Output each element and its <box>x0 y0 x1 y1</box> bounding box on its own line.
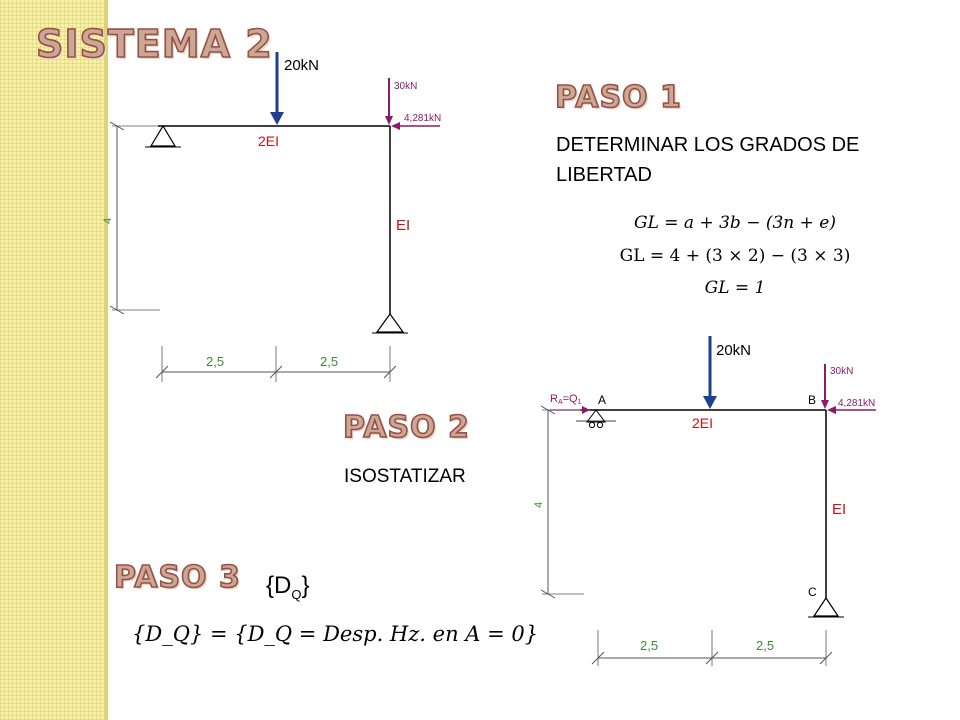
paso3-heading: PASO 3 <box>113 559 241 596</box>
frame2-reaction-sub-a: A <box>558 399 563 406</box>
frame2-node-b: B <box>808 393 816 407</box>
frame2-reaction-label: RA=Q1 <box>550 393 582 406</box>
frame2-support-a-roller-2 <box>596 421 604 429</box>
frame1-span-tick-mid <box>269 365 283 379</box>
paso1-equation-2: GL = 4 + (3 × 2) − (3 × 3) <box>619 246 851 266</box>
frame1-load-top-head <box>385 116 393 125</box>
page-title: SISTEMA 2 <box>35 21 273 67</box>
frame2-reaction-head <box>582 406 590 414</box>
frame1-load-side-label: 4,281kN <box>404 113 441 124</box>
frame2-support-a-roller-1 <box>588 421 596 429</box>
frame1-load-vertical-head <box>270 112 284 125</box>
frame2-reaction-r: R <box>550 393 558 405</box>
frame2-span1-label: 2,5 <box>640 638 658 653</box>
frame1-support-left <box>149 124 177 147</box>
frame2-span-tick-left <box>591 651 605 665</box>
paso2-heading: PASO 2 <box>342 409 470 446</box>
paso3-vector-open: {D <box>266 572 292 599</box>
frame2-reaction-sub-1: 1 <box>578 399 582 406</box>
frame1-span1-label: 2,5 <box>206 354 224 369</box>
frame2-node-a: A <box>598 393 606 407</box>
paso3-equation: {D_Q} = {D_Q = Desp. Hz. en A = 0} <box>132 622 539 646</box>
frame2-height-label: 4 <box>533 502 545 508</box>
frame1-column-label: EI <box>396 217 410 234</box>
frame2-reaction-eq: =Q <box>563 393 578 405</box>
paso3-vector-label: {DQ} <box>266 572 310 602</box>
frame1-load-side-head <box>391 122 400 130</box>
paso1-text: DETERMINAR LOS GRADOS DE LIBERTAD <box>556 134 860 186</box>
frame2-load-side-head <box>827 406 836 414</box>
frame1-span-tick-right <box>383 365 397 379</box>
frame2-span2-label: 2,5 <box>756 638 774 653</box>
frame1-span-tick-left <box>155 365 169 379</box>
paso2-text: ISOSTATIZAR <box>344 466 466 487</box>
frame2-support-c <box>812 596 840 617</box>
frame2-load-side-label: 4,281kN <box>838 398 875 409</box>
paso3-vector-sub: Q <box>291 586 302 602</box>
frame2-column-label: EI <box>832 501 846 518</box>
frame2-node-c: C <box>808 585 817 599</box>
paso1-equation-1: GL = a + 3b − (3n + e) <box>634 213 836 233</box>
frame1-support-bottom <box>375 312 405 333</box>
frame2-diagram: RA=Q1 A B C 20kN 30kN 4,281kN 2EI EI 4 2… <box>533 336 876 666</box>
frame2-span-tick-right <box>819 651 833 665</box>
frame2-load-vertical-label: 20kN <box>716 342 751 359</box>
paso1-equation-3: GL = 1 <box>704 278 766 298</box>
frame1-load-top-label: 30kN <box>394 81 417 92</box>
frame1-beam-label: 2EI <box>258 133 279 149</box>
frame2-load-vertical-head <box>703 396 717 409</box>
frame2-support-a <box>586 409 606 423</box>
frame1-diagram: 20kN 30kN 4,281kN 2EI EI 4 2,5 2,5 <box>102 52 441 382</box>
frame1-load-vertical-label: 20kN <box>284 57 319 74</box>
frame2-load-top-head <box>821 400 829 409</box>
paso3-vector-close: } <box>301 572 310 599</box>
frame2-beam-label: 2EI <box>692 415 713 431</box>
paso1-heading: PASO 1 <box>554 79 682 116</box>
frame1-span2-label: 2,5 <box>320 354 338 369</box>
frame1-height-label: 4 <box>102 218 114 224</box>
frame2-span-tick-mid <box>705 651 719 665</box>
frame2-load-top-label: 30kN <box>830 366 853 377</box>
decorative-side-strip <box>0 0 104 720</box>
decorative-side-edge <box>104 0 108 720</box>
